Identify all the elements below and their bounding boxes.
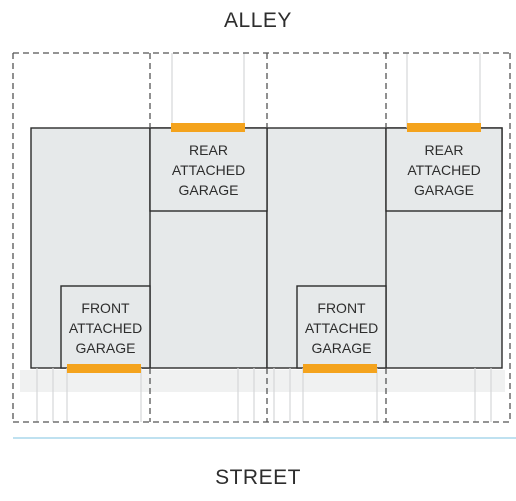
front-garage-label-right: FRONT ATTACHED GARAGE bbox=[297, 298, 386, 358]
rear-garage-label-line2: ATTACHED bbox=[171, 162, 246, 178]
garage-door-front-left bbox=[67, 364, 141, 373]
lot-lines bbox=[12, 52, 511, 423]
street-label: STREET bbox=[215, 466, 301, 489]
garage-door-rear-right bbox=[407, 123, 481, 132]
rear-garage-label-line3: GARAGE bbox=[178, 182, 239, 198]
garage-door-rear-left bbox=[171, 123, 245, 132]
front-walkways-right bbox=[273, 368, 492, 422]
rear-driveway-left bbox=[171, 53, 245, 128]
front-garage-label-line1: FRONT bbox=[317, 300, 366, 316]
rear-garage-label-line1: REAR bbox=[189, 142, 228, 158]
front-garage-label-line1: FRONT bbox=[81, 300, 130, 316]
front-garage-left bbox=[60, 285, 151, 369]
rear-garage-label-line2: ATTACHED bbox=[407, 162, 481, 178]
ground-shadow bbox=[20, 370, 505, 392]
rear-garage-label-line1: REAR bbox=[424, 142, 464, 158]
front-garage-label-left: FRONT ATTACHED GARAGE bbox=[61, 298, 150, 358]
front-walkways-left bbox=[36, 368, 255, 422]
rear-garage-label-line3: GARAGE bbox=[414, 182, 474, 198]
rear-driveway-right bbox=[406, 53, 481, 128]
rear-garage-right bbox=[385, 127, 503, 212]
front-garage-label-line2: ATTACHED bbox=[68, 320, 143, 336]
front-garage-label-line3: GARAGE bbox=[75, 340, 136, 356]
front-garage-right bbox=[296, 285, 387, 369]
rear-garage-label-right: REAR ATTACHED GARAGE bbox=[386, 140, 502, 200]
front-garage-label-line3: GARAGE bbox=[311, 340, 372, 356]
rear-garage-left bbox=[149, 127, 268, 212]
front-garage-label-line2: ATTACHED bbox=[304, 320, 379, 336]
garage-door-front-right bbox=[303, 364, 377, 373]
alley-label: ALLEY bbox=[224, 9, 292, 32]
rear-garage-label-left: REAR ATTACHED GARAGE bbox=[150, 140, 267, 200]
